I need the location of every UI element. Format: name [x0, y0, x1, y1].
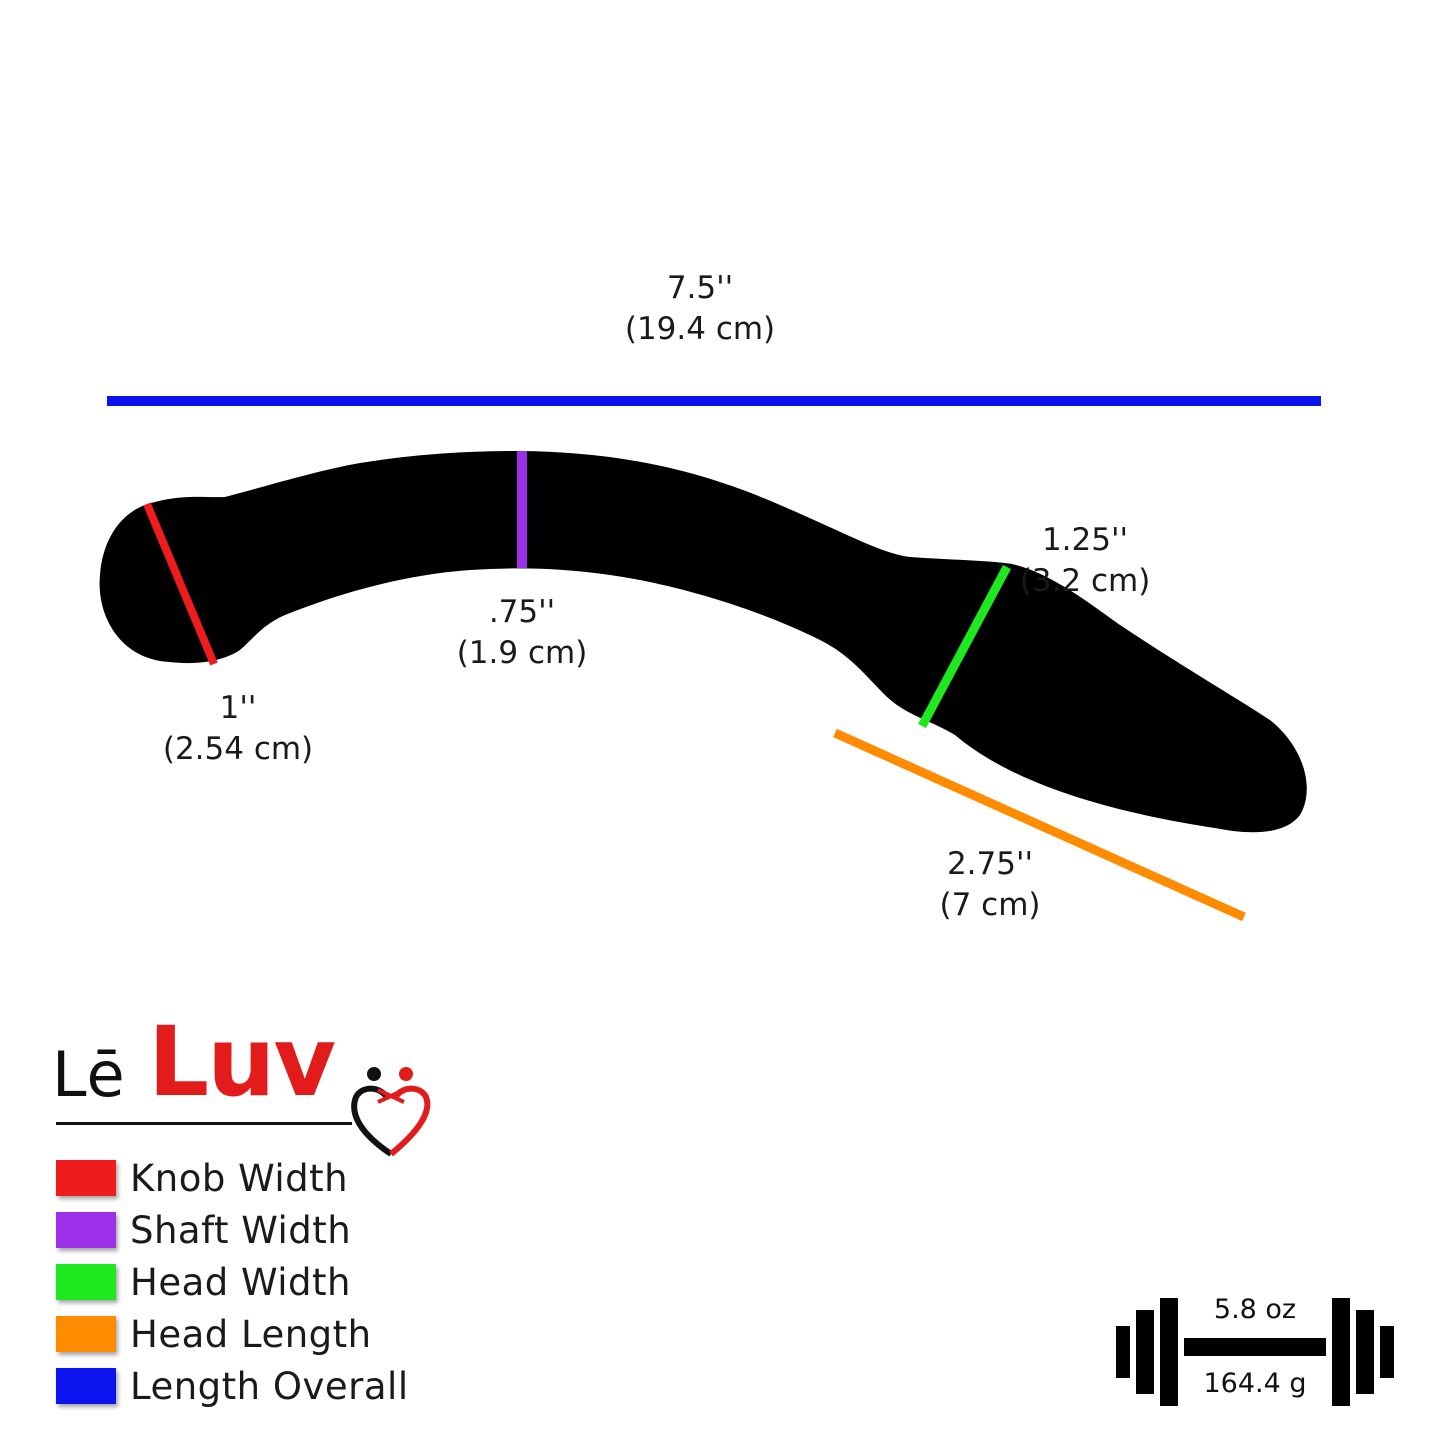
heart-icon — [351, 1067, 431, 1157]
knob-width-inches: 1'' — [219, 690, 257, 726]
head-length-inches: 2.75'' — [946, 846, 1034, 882]
head-length-line — [833, 728, 1246, 922]
logo-le-text: Lē — [52, 1038, 125, 1111]
length-overall-inches: 7.5'' — [666, 270, 734, 306]
head-width-inches: 1.25'' — [1041, 522, 1129, 558]
legend-swatch-blue — [56, 1368, 116, 1404]
knob-width-line — [143, 502, 218, 666]
legend-label: Length Overall — [130, 1364, 409, 1408]
legend-swatch-green — [56, 1264, 116, 1300]
length-overall-cm: (19.4 cm) — [624, 311, 776, 347]
head-width-cm: (3.2 cm) — [1019, 563, 1151, 599]
brand-logo: Lē Luv — [52, 1006, 452, 1162]
legend-label: Head Length — [130, 1312, 372, 1356]
weight-grams: 164.4 g — [1203, 1368, 1307, 1399]
legend-item-length-overall: Length Overall — [56, 1360, 409, 1412]
weight-ounces: 5.8 oz — [1213, 1294, 1297, 1325]
knob-width-cm: (2.54 cm) — [162, 731, 314, 767]
shaft-width-label: .75'' (1.9 cm) — [432, 592, 612, 674]
legend-item-head-length: Head Length — [56, 1308, 409, 1360]
legend-label: Head Width — [130, 1260, 352, 1304]
logo-luv-text: Luv — [148, 1006, 336, 1118]
legend-label: Knob Width — [130, 1156, 349, 1200]
legend-item-knob-width: Knob Width — [56, 1152, 409, 1204]
legend-item-shaft-width: Shaft Width — [56, 1204, 409, 1256]
legend-swatch-red — [56, 1160, 116, 1196]
legend-swatch-orange — [56, 1316, 116, 1352]
legend-swatch-purple — [56, 1212, 116, 1248]
product-silhouette — [99, 451, 1307, 833]
legend-label: Shaft Width — [130, 1208, 352, 1252]
head-length-cm: (7 cm) — [939, 887, 1041, 923]
shaft-width-inches: .75'' — [488, 594, 556, 630]
head-width-line — [918, 564, 1011, 729]
knob-width-label: 1'' (2.54 cm) — [148, 688, 328, 770]
head-length-label: 2.75'' (7 cm) — [915, 844, 1065, 926]
dumbbell-icon — [1116, 1298, 1394, 1406]
legend: Knob Width Shaft Width Head Width Head L… — [56, 1152, 409, 1412]
length-overall-label: 7.5'' (19.4 cm) — [600, 268, 800, 350]
weight-indicator: 5.8 oz 164.4 g — [1112, 1294, 1398, 1408]
shaft-width-cm: (1.9 cm) — [456, 635, 588, 671]
legend-item-head-width: Head Width — [56, 1256, 409, 1308]
head-width-label: 1.25'' (3.2 cm) — [1000, 520, 1170, 602]
logo-underline — [56, 1122, 352, 1125]
